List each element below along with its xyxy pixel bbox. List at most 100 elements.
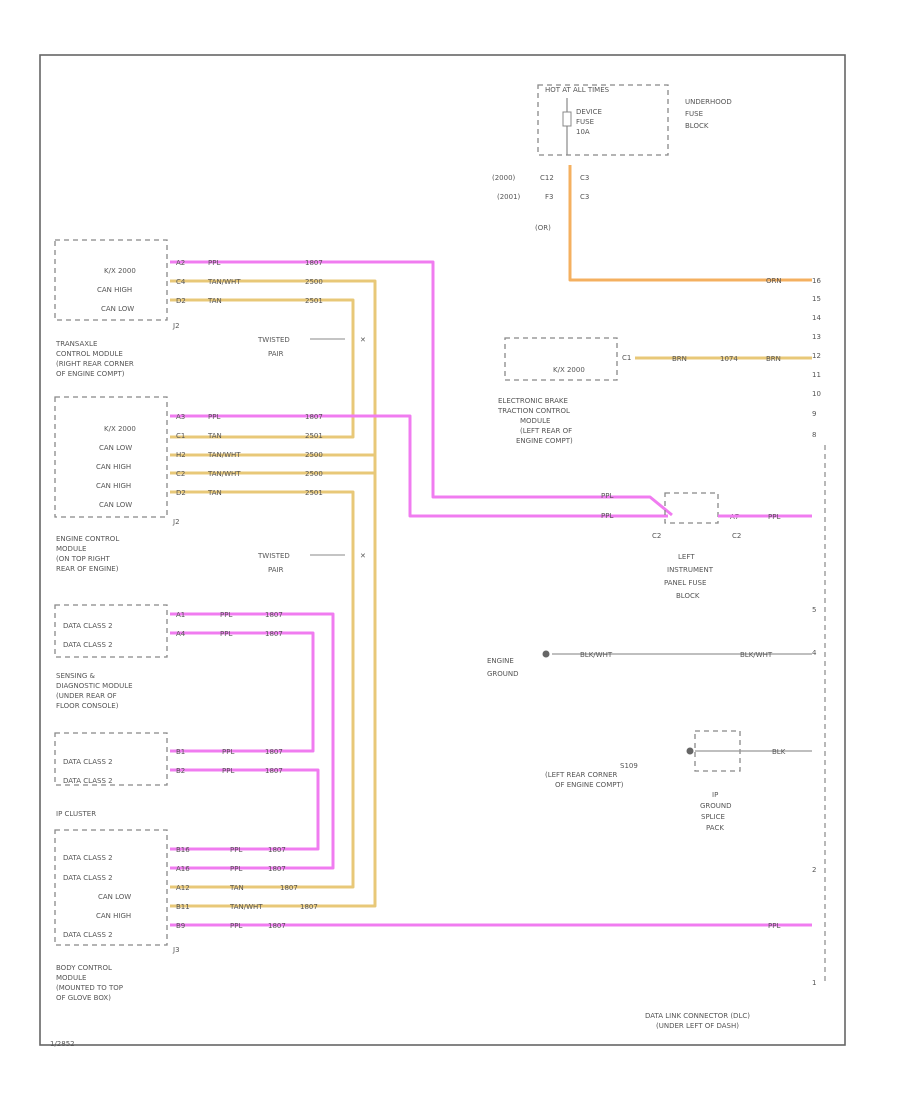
svg-text:PPL: PPL	[768, 922, 780, 930]
diagram-frame	[39, 54, 846, 1046]
svg-text:13: 13	[812, 333, 821, 341]
svg-text:H2: H2	[176, 451, 186, 459]
svg-text:A3: A3	[176, 413, 185, 421]
svg-text:C4: C4	[176, 278, 186, 286]
svg-text:11: 11	[812, 371, 821, 379]
svg-text:14: 14	[812, 314, 821, 322]
svg-text:CAN HIGH: CAN HIGH	[96, 463, 131, 471]
svg-text:TRANSAXLE: TRANSAXLE	[55, 340, 97, 348]
svg-text:PPL: PPL	[230, 846, 242, 854]
svg-text:2501: 2501	[305, 432, 323, 440]
svg-text:DATA CLASS 2: DATA CLASS 2	[63, 931, 113, 939]
svg-text:PAIR: PAIR	[268, 350, 284, 358]
svg-text:GROUND: GROUND	[700, 802, 732, 810]
svg-text:9: 9	[812, 410, 816, 418]
svg-text:(ON TOP RIGHT: (ON TOP RIGHT	[56, 555, 111, 563]
svg-text:1: 1	[812, 979, 816, 987]
svg-text:PPL: PPL	[220, 611, 232, 619]
underhood-fuse-block: HOT AT ALL TIMES DEVICE FUSE 10A UNDERHO…	[537, 84, 732, 156]
svg-text:1807: 1807	[268, 865, 286, 873]
svg-text:BODY CONTROL: BODY CONTROL	[56, 964, 112, 972]
svg-text:D2: D2	[176, 297, 186, 305]
svg-text:PPL: PPL	[208, 413, 220, 421]
svg-text:CAN HIGH: CAN HIGH	[97, 286, 132, 294]
svg-text:10: 10	[812, 390, 821, 398]
fuse-icon	[562, 111, 572, 127]
svg-text:CAN LOW: CAN LOW	[101, 305, 134, 313]
ip-cluster-data-wire	[170, 768, 320, 851]
svg-text:REAR OF ENGINE): REAR OF ENGINE)	[56, 565, 119, 573]
svg-text:A16: A16	[176, 865, 190, 873]
svg-text:PPL: PPL	[768, 513, 780, 521]
svg-text:FUSE: FUSE	[685, 110, 703, 118]
svg-text:10A: 10A	[576, 128, 590, 136]
svg-text:ENGINE COMPT): ENGINE COMPT)	[516, 437, 573, 445]
transaxle-control-module: K/X 2000 CAN HIGH CAN LOW J2 TRANSAXLE C…	[54, 239, 180, 378]
svg-text:C3: C3	[580, 193, 589, 201]
svg-text:(MOUNTED TO TOP: (MOUNTED TO TOP	[56, 984, 123, 992]
svg-text:TAN: TAN	[207, 432, 222, 440]
svg-text:1074: 1074	[720, 355, 738, 363]
svg-text:C2: C2	[732, 532, 741, 540]
svg-text:B1: B1	[176, 748, 185, 756]
svg-text:DATA CLASS 2: DATA CLASS 2	[63, 641, 113, 649]
svg-text:SPLICE: SPLICE	[701, 813, 725, 821]
svg-text:INSTRUMENT: INSTRUMENT	[667, 566, 714, 574]
tcm-kx2000-wire	[170, 260, 673, 517]
svg-text:PPL: PPL	[601, 492, 613, 500]
svg-text:BLOCK: BLOCK	[676, 592, 700, 600]
ip-ground-splice-pack: BLK S109 (LEFT REAR CORNER OF ENGINE COM…	[545, 730, 812, 832]
sdm-data-wire-1	[170, 612, 335, 870]
svg-text:TAN/WHT: TAN/WHT	[207, 470, 241, 478]
svg-text:2501: 2501	[305, 489, 323, 497]
svg-text:DATA CLASS 2: DATA CLASS 2	[63, 874, 113, 882]
svg-text:ENGINE CONTROL: ENGINE CONTROL	[56, 535, 119, 543]
svg-text:BLK: BLK	[772, 748, 786, 756]
svg-text:CAN LOW: CAN LOW	[99, 444, 132, 452]
svg-text:(LEFT REAR OF: (LEFT REAR OF	[520, 427, 572, 435]
svg-text:2500: 2500	[305, 451, 323, 459]
svg-text:C1: C1	[176, 432, 185, 440]
svg-text:S109: S109	[620, 762, 638, 770]
svg-text:UNDERHOOD: UNDERHOOD	[685, 98, 732, 106]
svg-text:K/X 2000: K/X 2000	[553, 366, 585, 374]
svg-text:ELECTRONIC BRAKE: ELECTRONIC BRAKE	[498, 397, 568, 405]
svg-text:C2: C2	[176, 470, 185, 478]
svg-text:OF ENGINE COMPT): OF ENGINE COMPT)	[56, 370, 125, 378]
svg-text:(2000): (2000)	[492, 174, 516, 182]
svg-text:MODULE: MODULE	[56, 974, 86, 982]
svg-text:(UNDER REAR OF: (UNDER REAR OF	[56, 692, 117, 700]
svg-text:TAN/WHT: TAN/WHT	[229, 903, 263, 911]
svg-text:B9: B9	[176, 922, 185, 930]
svg-text:B16: B16	[176, 846, 190, 854]
svg-text:GROUND: GROUND	[487, 670, 519, 678]
svg-text:CAN HIGH: CAN HIGH	[96, 912, 131, 920]
svg-text:A1: A1	[176, 611, 185, 619]
svg-text:PACK: PACK	[706, 824, 724, 832]
svg-text:PPL: PPL	[208, 259, 220, 267]
svg-text:✕: ✕	[360, 336, 366, 344]
twisted-pair-label: TWISTED PAIR ✕	[257, 336, 366, 358]
svg-text:BRN: BRN	[672, 355, 687, 363]
orange-power-wire	[568, 165, 812, 282]
body-control-module: DATA CLASS 2 DATA CLASS 2 CAN LOW CAN HI…	[54, 829, 180, 1002]
left-ip-fuse-block: PPL PPL C2 A7 C2 LEFT INSTRUMENT PANEL F…	[601, 492, 741, 600]
svg-text:C1: C1	[622, 354, 631, 362]
svg-text:12: 12	[812, 352, 821, 360]
svg-text:DATA LINK CONNECTOR (DLC): DATA LINK CONNECTOR (DLC)	[645, 1012, 750, 1020]
svg-text:1807: 1807	[305, 259, 323, 267]
svg-text:C3: C3	[580, 174, 589, 182]
svg-text:1807: 1807	[265, 630, 283, 638]
svg-text:FLOOR CONSOLE): FLOOR CONSOLE)	[56, 702, 119, 710]
svg-text:1807: 1807	[280, 884, 298, 892]
svg-text:FUSE: FUSE	[576, 118, 594, 126]
twisted-pair-label-2: TWISTED PAIR ✕	[257, 552, 366, 574]
svg-text:TAN: TAN	[207, 297, 222, 305]
svg-text:CONTROL MODULE: CONTROL MODULE	[56, 350, 123, 358]
svg-text:1807: 1807	[300, 903, 318, 911]
svg-text:BLK/WHT: BLK/WHT	[740, 651, 773, 659]
svg-text:DATA CLASS 2: DATA CLASS 2	[63, 758, 113, 766]
svg-text:2500: 2500	[305, 470, 323, 478]
svg-text:A2: A2	[176, 259, 185, 267]
svg-text:D2: D2	[176, 489, 186, 497]
